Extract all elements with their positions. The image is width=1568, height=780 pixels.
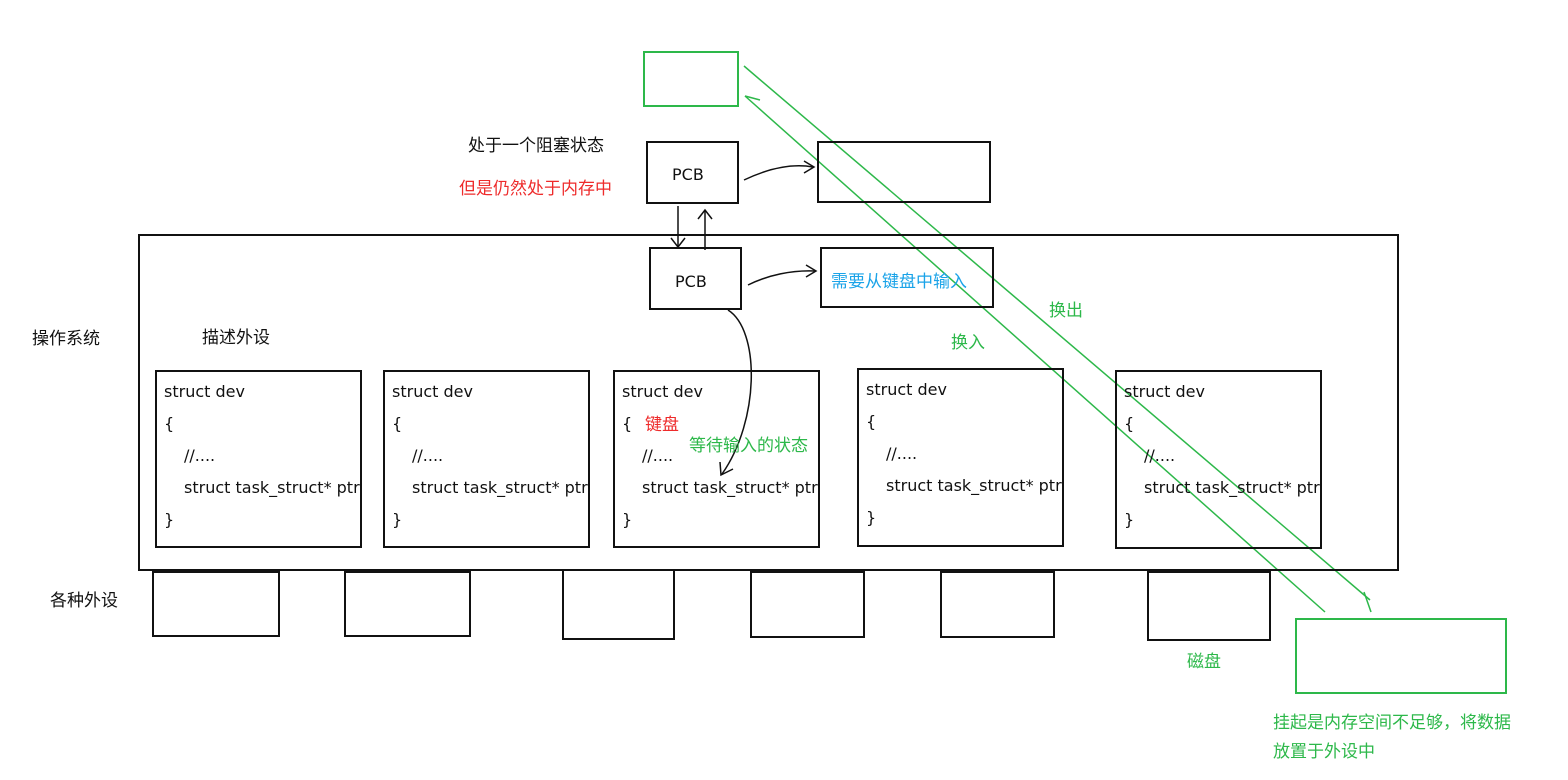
devices-label: 各种外设 [50, 591, 118, 611]
waiting-input-label: 等待输入的状态 [689, 436, 808, 456]
arrowhead-input [805, 264, 818, 278]
device-box [750, 571, 865, 638]
code-line: { [622, 414, 633, 433]
code-line: struct dev [392, 382, 473, 401]
code-line: { [1124, 414, 1135, 433]
swap-memory-box [643, 51, 739, 107]
device-box-disk [1147, 571, 1271, 641]
code-line: struct dev [622, 382, 703, 401]
struct-dev-box: struct dev { //.... struct task_struct* … [383, 370, 590, 548]
swap-out-label: 换出 [1049, 301, 1083, 321]
arrow-pcb-to-keyboard-struct [721, 309, 752, 475]
code-line: } [1124, 510, 1135, 529]
swap-in-label: 换入 [951, 333, 985, 353]
code-line: //.... [886, 444, 918, 463]
arrowhead-up-pcb [697, 208, 713, 220]
disk-label: 磁盘 [1187, 652, 1221, 672]
code-line: struct task_struct* ptr [642, 478, 818, 497]
swap-in-arrowhead [744, 95, 761, 101]
code-line: struct task_struct* ptr [1144, 478, 1320, 497]
device-box [152, 571, 280, 637]
keyboard-label: 键盘 [645, 415, 679, 435]
struct-dev-box: struct dev { //.... struct task_struct* … [155, 370, 362, 548]
struct-dev-box-keyboard: struct dev { //.... struct task_struct* … [613, 370, 820, 548]
pcb-label-top: PCB [672, 165, 704, 184]
pcb-box-os: PCB [649, 247, 742, 310]
code-line: { [866, 412, 877, 431]
swap-out-arrowhead [1363, 591, 1372, 613]
struct-dev-box: struct dev { //.... struct task_struct* … [857, 368, 1064, 547]
code-line: //.... [1144, 446, 1176, 465]
arrowhead-top-box [803, 160, 816, 174]
code-line: //.... [412, 446, 444, 465]
device-box [940, 571, 1055, 638]
code-line: struct task_struct* ptr [184, 478, 360, 497]
swap-in-line [744, 95, 1326, 613]
blocked-state-label: 处于一个阻塞状态 [468, 136, 604, 156]
device-box [562, 569, 675, 640]
code-line: } [866, 508, 877, 527]
os-box [138, 234, 1399, 571]
code-line: { [164, 414, 175, 433]
suspend-note-line2: 放置于外设中 [1273, 742, 1375, 762]
code-line: } [164, 510, 175, 529]
code-line: struct task_struct* ptr [886, 476, 1062, 495]
code-line: } [392, 510, 403, 529]
describe-devices-label: 描述外设 [202, 328, 270, 348]
code-line: struct dev [164, 382, 245, 401]
suspend-note-line1: 挂起是内存空间不足够，将数据 [1273, 713, 1511, 733]
code-line: } [622, 510, 633, 529]
device-box [344, 571, 471, 637]
struct-dev-box: struct dev { //.... struct task_struct* … [1115, 370, 1322, 549]
arrow-os-pcb-to-input [747, 270, 816, 286]
arrow-top-pcb-to-box [743, 165, 814, 181]
pcb-label-os: PCB [675, 272, 707, 291]
still-in-memory-label: 但是仍然处于内存中 [459, 179, 612, 199]
keyboard-input-label: 需要从键盘中输入 [831, 272, 967, 292]
code-line: struct dev [866, 380, 947, 399]
code-line: //.... [184, 446, 216, 465]
pcb-box-top: PCB [646, 141, 739, 204]
code-line: struct task_struct* ptr [412, 478, 588, 497]
suspend-box [1295, 618, 1507, 694]
code-line: struct dev [1124, 382, 1205, 401]
os-label: 操作系统 [32, 329, 100, 349]
keyboard-input-box: 需要从键盘中输入 [820, 247, 994, 308]
code-line: //.... [642, 446, 674, 465]
top-right-box [817, 141, 991, 203]
swap-out-line [743, 65, 1371, 601]
code-line: { [392, 414, 403, 433]
arrowhead-keyboard-struct [719, 461, 734, 477]
